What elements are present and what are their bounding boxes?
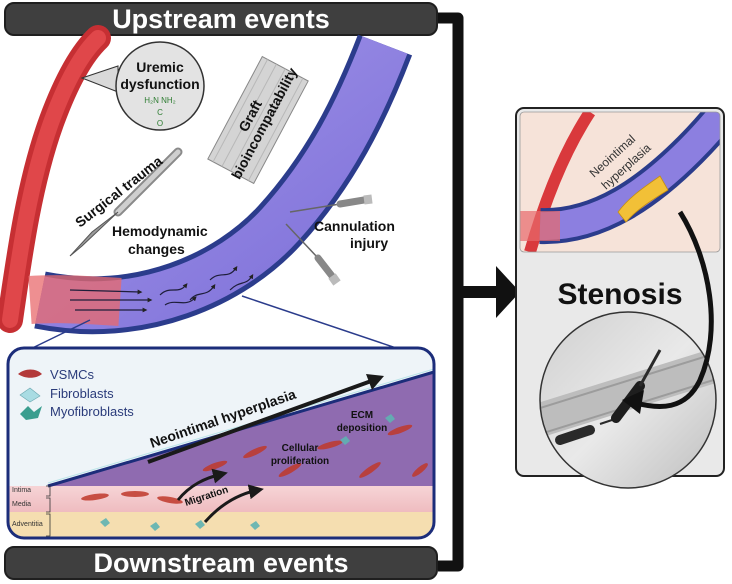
vein (35, 36, 408, 330)
downstream-events-title: Downstream events (93, 547, 349, 578)
hemodynamic-label-2: changes (128, 241, 185, 257)
downstream-events-banner: Downstream events (4, 546, 438, 580)
legend-fibroblasts: Fibroblasts (50, 386, 114, 401)
surgical-trauma-label: Surgical trauma (72, 152, 165, 230)
cannulation-label-1: Cannulation (314, 218, 395, 234)
cellular-label-2: proliferation (271, 456, 329, 467)
ecm-label-2: deposition (337, 423, 388, 434)
layer-media: Media (12, 501, 31, 508)
upstream-events-banner: Upstream events (4, 2, 438, 36)
layer-adventitia: Adventitia (12, 521, 43, 528)
stenosis-inset (520, 112, 720, 252)
migration-arrow-2 (203, 484, 264, 523)
needle-icon-2 (285, 223, 341, 286)
migration-arrow-1 (176, 468, 228, 501)
uremic-label-2: dysfunction (120, 76, 199, 92)
needle-icon (289, 194, 373, 213)
cellular-label-1: Cellular (282, 443, 319, 454)
inset-to-angiogram-arrow (631, 210, 714, 409)
uremic-label-1: Uremic (136, 59, 184, 75)
urea-formula: H₂N NH₂ (144, 96, 176, 105)
legend-myofibroblasts: Myofibroblasts (50, 404, 134, 419)
vsmc-icon (18, 369, 42, 378)
upstream-events-title: Upstream events (112, 3, 330, 34)
downstream-panel-border (6, 346, 436, 540)
scalpel-icon (69, 147, 183, 257)
cannulation-label-2: injury (350, 235, 388, 251)
inset-arrowhead (622, 390, 644, 414)
urea-carbon: C (157, 108, 163, 117)
fibroblast-icon (19, 387, 41, 403)
ecm-label-1: ECM (351, 410, 373, 421)
stenosis-title: Stenosis (557, 278, 682, 311)
layer-intima: Intima (12, 487, 31, 494)
progression-arrow (147, 378, 375, 464)
myofibroblast-icon (20, 406, 42, 420)
urea-oxygen: O (157, 119, 163, 128)
hemodynamic-label-1: Hemodynamic (112, 223, 208, 239)
connector-arrowhead (496, 266, 520, 318)
angiogram-border (539, 311, 717, 489)
layer-brackets (46, 485, 51, 537)
uremic-bubble (115, 41, 205, 131)
legend-vsmcs: VSMCs (50, 367, 95, 382)
connector-bracket (438, 12, 464, 572)
inset-border (519, 111, 721, 253)
progression-arrowhead (366, 374, 384, 390)
flow-lines (69, 266, 254, 313)
angiogram-image (540, 312, 716, 488)
